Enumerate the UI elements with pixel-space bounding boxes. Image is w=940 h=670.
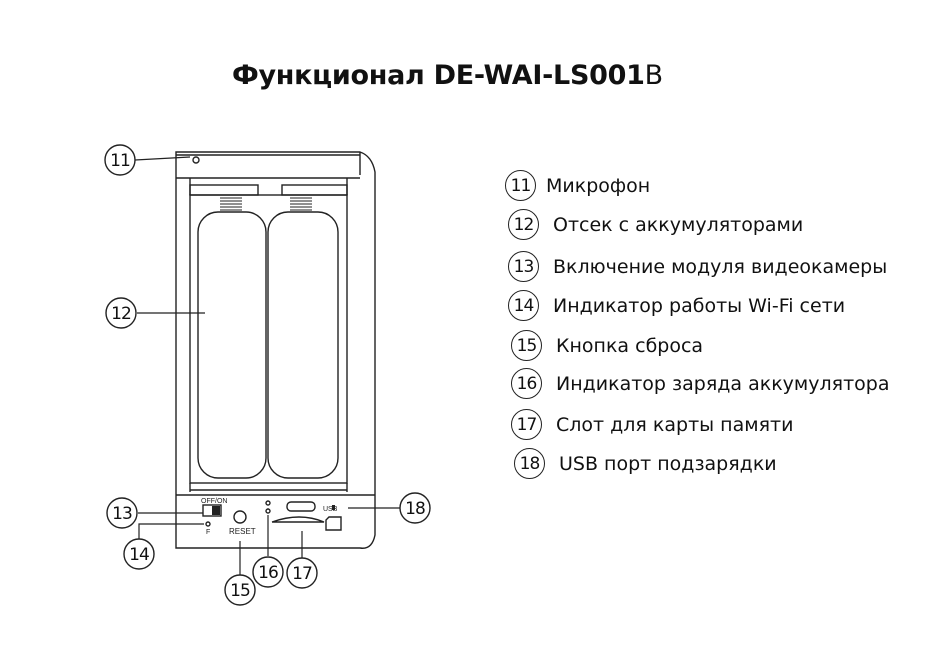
legend-badge: 13 [508, 251, 539, 282]
leader-line-11 [134, 156, 191, 161]
callout-12: 12 [111, 304, 131, 324]
legend-text: Индикатор работы Wi-Fi сети [553, 294, 846, 317]
legend-item-14: 14 Индикатор работы Wi-Fi сети [508, 290, 845, 321]
callout-13: 13 [112, 504, 132, 524]
microphone-hole [192, 156, 200, 164]
sd-card-slot [271, 516, 325, 523]
battery-right [267, 211, 339, 479]
callout-11: 11 [110, 151, 130, 171]
callout-15-circle [224, 574, 256, 606]
legend-item-18: 18 USB порт подзарядки [514, 448, 777, 479]
reset-label: RESET [229, 527, 256, 536]
legend-badge: 12 [508, 209, 539, 240]
legend-item-12: 12 Отсек с аккумуляторами [508, 209, 803, 240]
reset-button [233, 510, 247, 524]
legend-text: Индикатор заряда аккумулятора [556, 372, 890, 395]
legend-badge: 11 [505, 170, 536, 201]
callout-11-circle [104, 144, 136, 176]
callout-16-circle [252, 556, 284, 588]
legend-item-16: 16 Индикатор заряда аккумулятора [511, 368, 889, 399]
callout-18-circle [399, 492, 431, 524]
switch-label: OFF/ON [201, 498, 227, 505]
diagram-title: Функционал DE-WAI-LS001B [232, 60, 663, 91]
callout-15: 15 [230, 581, 250, 601]
usb-label: USB [323, 506, 338, 513]
callout-18: 18 [405, 499, 425, 519]
usb-port [286, 501, 316, 512]
battery-bay [189, 194, 348, 484]
callout-13-circle [106, 497, 138, 529]
title-suffix: B [644, 60, 664, 91]
callout-12-circle [105, 297, 137, 329]
legend-item-13: 13 Включение модуля видеокамеры [508, 251, 887, 282]
battery-left [197, 211, 267, 479]
led-label: F [206, 529, 210, 536]
wifi-led [205, 521, 211, 527]
battery-springs [220, 197, 312, 211]
legend-item-15: 15 Кнопка сброса [511, 330, 703, 361]
charge-led-1 [265, 500, 271, 506]
legend-text: Слот для карты памяти [556, 413, 794, 436]
legend-badge: 17 [511, 409, 542, 440]
charge-led-2 [265, 508, 271, 514]
legend-text: USB порт подзарядки [559, 452, 777, 475]
usb-marker [332, 505, 335, 510]
legend-item-17: 17 Слот для карты памяти [511, 409, 793, 440]
power-switch [202, 504, 222, 517]
legend-item-11: 11 Микрофон [505, 170, 650, 201]
legend-text: Кнопка сброса [556, 334, 704, 357]
leader-line-14 [138, 523, 204, 539]
legend-badge: 18 [514, 448, 545, 479]
legend-text: Микрофон [546, 174, 651, 197]
callout-14-circle [123, 538, 155, 570]
callout-17-circle [286, 557, 318, 589]
callout-16: 16 [258, 563, 278, 583]
legend-text: Включение модуля видеокамеры [553, 255, 888, 278]
legend-badge: 16 [511, 368, 542, 399]
callout-14: 14 [129, 545, 149, 565]
callout-17: 17 [292, 564, 312, 584]
sd-card-icon [325, 516, 342, 531]
title-main: Функционал DE-WAI-LS001 [232, 60, 645, 91]
legend-badge: 14 [508, 290, 539, 321]
device-body [175, 151, 376, 549]
legend-badge: 15 [511, 330, 542, 361]
legend-text: Отсек с аккумуляторами [553, 213, 804, 236]
